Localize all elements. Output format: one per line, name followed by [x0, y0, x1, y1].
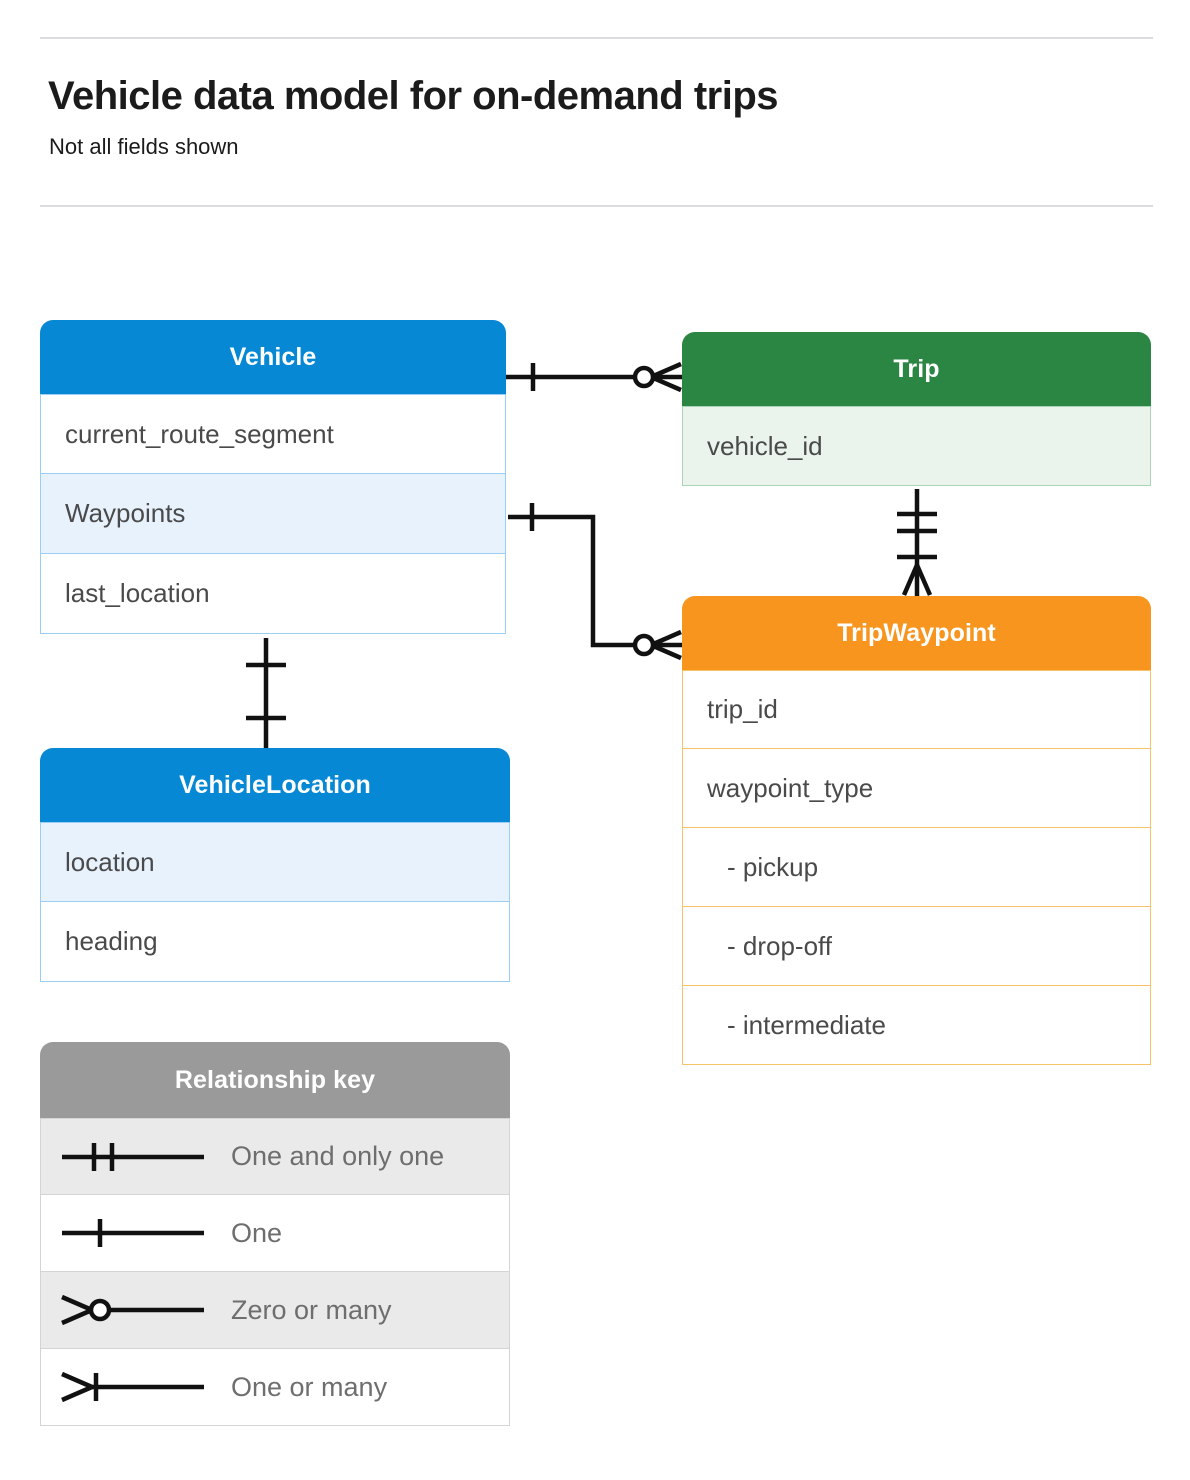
legend-label-one-and-only-one: One and only one — [231, 1141, 445, 1171]
legend-rows: One and only one One — [40, 1118, 510, 1426]
entity-trip-waypoint: TripWaypoint trip_id waypoint_type - pic… — [682, 596, 1151, 1065]
legend-label-one-or-many: One or many — [231, 1371, 388, 1402]
legend-title: Relationship key — [40, 1042, 510, 1118]
page-title: Vehicle data model for on-demand trips — [48, 74, 779, 118]
field-vehicle-id: vehicle_id — [682, 406, 1151, 486]
relationship-vehicle-trip — [506, 361, 682, 393]
field-last-location: last_location — [40, 554, 506, 634]
field-waypoint-type-intermediate: - intermediate — [682, 986, 1151, 1065]
one-or-many-icon — [41, 1367, 231, 1407]
field-heading: heading — [40, 902, 510, 982]
field-waypoint-type-drop-off: - drop-off — [682, 907, 1151, 986]
entity-trip-title: Trip — [682, 332, 1151, 406]
relationship-vehicle-vehiclelocation — [246, 638, 286, 748]
field-waypoint-type-pickup: - pickup — [682, 828, 1151, 907]
one-and-only-one-icon — [41, 1137, 231, 1177]
field-location: location — [40, 822, 510, 902]
zero-or-many-icon — [41, 1290, 231, 1330]
header-divider-top — [40, 37, 1153, 39]
entity-trip: Trip vehicle_id — [682, 332, 1151, 486]
page-subtitle: Not all fields shown — [49, 134, 239, 159]
legend-row-one-or-many: One or many — [40, 1349, 510, 1426]
legend-row-one: One — [40, 1195, 510, 1272]
legend-row-zero-or-many: Zero or many — [40, 1272, 510, 1349]
field-trip-id: trip_id — [682, 670, 1151, 749]
entity-vehicle-location: VehicleLocation location heading — [40, 748, 510, 982]
entity-trip-waypoint-fields: trip_id waypoint_type - pickup - drop-of… — [682, 670, 1151, 1065]
entity-trip-fields: vehicle_id — [682, 406, 1151, 486]
field-waypoint-type: waypoint_type — [682, 749, 1151, 828]
entity-vehicle-fields: current_route_segment Waypoints last_loc… — [40, 394, 506, 634]
field-current-route-segment: current_route_segment — [40, 394, 506, 474]
header-divider-bottom — [40, 205, 1153, 207]
entity-vehicle-location-fields: location heading — [40, 822, 510, 982]
entity-vehicle: Vehicle current_route_segment Waypoints … — [40, 320, 506, 634]
relationship-waypoints-tripwaypoint — [508, 503, 682, 661]
legend-label-one: One — [231, 1217, 283, 1248]
legend-relationship-key: Relationship key One and only one — [40, 1042, 510, 1426]
entity-vehicle-location-title: VehicleLocation — [40, 748, 510, 822]
entity-trip-waypoint-title: TripWaypoint — [682, 596, 1151, 670]
legend-row-one-and-only-one: One and only one — [40, 1118, 510, 1195]
entity-vehicle-title: Vehicle — [40, 320, 506, 394]
legend-label-zero-or-many: Zero or many — [231, 1294, 392, 1325]
field-waypoints: Waypoints — [40, 474, 506, 554]
relationship-trip-tripwaypoint — [897, 489, 937, 596]
one-icon — [41, 1213, 231, 1253]
